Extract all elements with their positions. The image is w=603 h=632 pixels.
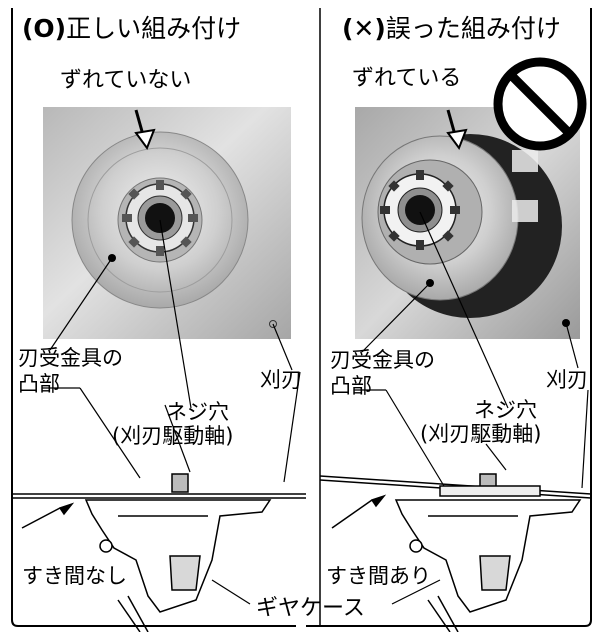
right-part-label-line2: 凸部 [330,374,372,398]
left-gap-label: すき間なし [22,564,127,588]
right-heading: (✕)誤った組み付け [342,16,561,41]
left-status-label: ずれていない [60,68,192,93]
left-blade-label: 刈刃 [260,368,302,392]
right-panel-frame [306,8,592,627]
left-heading: (O)正しい組み付け [22,16,241,41]
right-part-label-line1: 刃受金具の [330,348,435,372]
right-title: 誤った組み付け [385,14,561,43]
right-gap-label: すき間あり [326,564,431,588]
left-part-label-line2: 凸部 [18,372,60,396]
left-gear-case [12,371,306,632]
right-status-label: ずれている [352,66,462,91]
no-entry-icon [493,57,587,151]
incorrect-mark: (✕) [342,14,386,43]
left-hole-label-line1: ネジ穴 [166,400,229,424]
left-part-label-line1: 刃受金具の [18,346,123,370]
right-gear-case [319,389,592,632]
left-photo [43,107,293,409]
left-hole-label-line2: (刈刃駆動軸) [112,424,234,448]
left-panel-frame [11,8,296,627]
left-title: 正しい組み付け [66,14,242,43]
gear-case-label: ギヤケース [256,596,365,621]
right-hole-label-line2: (刈刃駆動軸) [420,422,542,446]
right-hole-label-line1: ネジ穴 [474,398,537,422]
correct-mark: (O) [22,14,67,43]
right-blade-label: 刈刃 [546,368,588,392]
